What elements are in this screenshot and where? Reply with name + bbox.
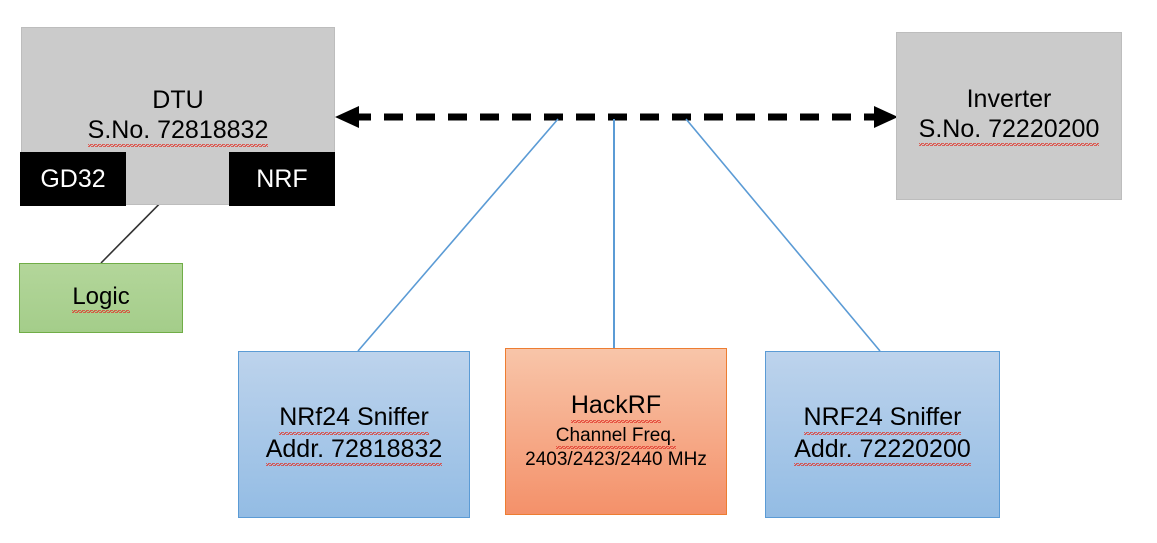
dtu-label: DTU	[152, 86, 204, 114]
nrf-node[interactable]: NRF	[229, 152, 335, 206]
sniffer-right-tap	[685, 118, 881, 352]
nrf-label: NRF	[256, 164, 308, 193]
sniffer-left-label: NRf24 Sniffer	[279, 403, 429, 435]
logic-node[interactable]: Logic	[19, 263, 183, 333]
sniffer-left-tap	[357, 118, 559, 352]
gd32-label: GD32	[40, 164, 106, 193]
sniffer-right-label: NRF24 Sniffer	[803, 403, 962, 435]
inverter-serial: S.No. 72220200	[918, 114, 1100, 146]
sniffer-left-address: Addr. 72818832	[265, 434, 443, 466]
hackrf-node[interactable]: HackRF Channel Freq. 2403/2423/2440 MHz	[505, 348, 727, 515]
sniffer-right-node[interactable]: NRF24 Sniffer Addr. 72220200	[765, 351, 1000, 518]
sniffer-right-address: Addr. 72220200	[794, 434, 971, 466]
dtu-inverter-rf-link	[335, 106, 898, 128]
inverter-label: Inverter	[966, 85, 1052, 113]
sniffer-left-node[interactable]: NRf24 Sniffer Addr. 72818832	[238, 351, 470, 518]
inverter-node[interactable]: Inverter S.No. 72220200	[896, 32, 1122, 200]
dtu-serial: S.No. 72818832	[87, 115, 269, 147]
hackrf-label: HackRF	[570, 391, 662, 423]
hackrf-channel-value: 2403/2423/2440 MHz	[525, 449, 707, 471]
gd32-node[interactable]: GD32	[20, 152, 126, 206]
logic-label: Logic	[72, 282, 130, 314]
hackrf-channel-label: Channel Freq.	[555, 424, 677, 450]
